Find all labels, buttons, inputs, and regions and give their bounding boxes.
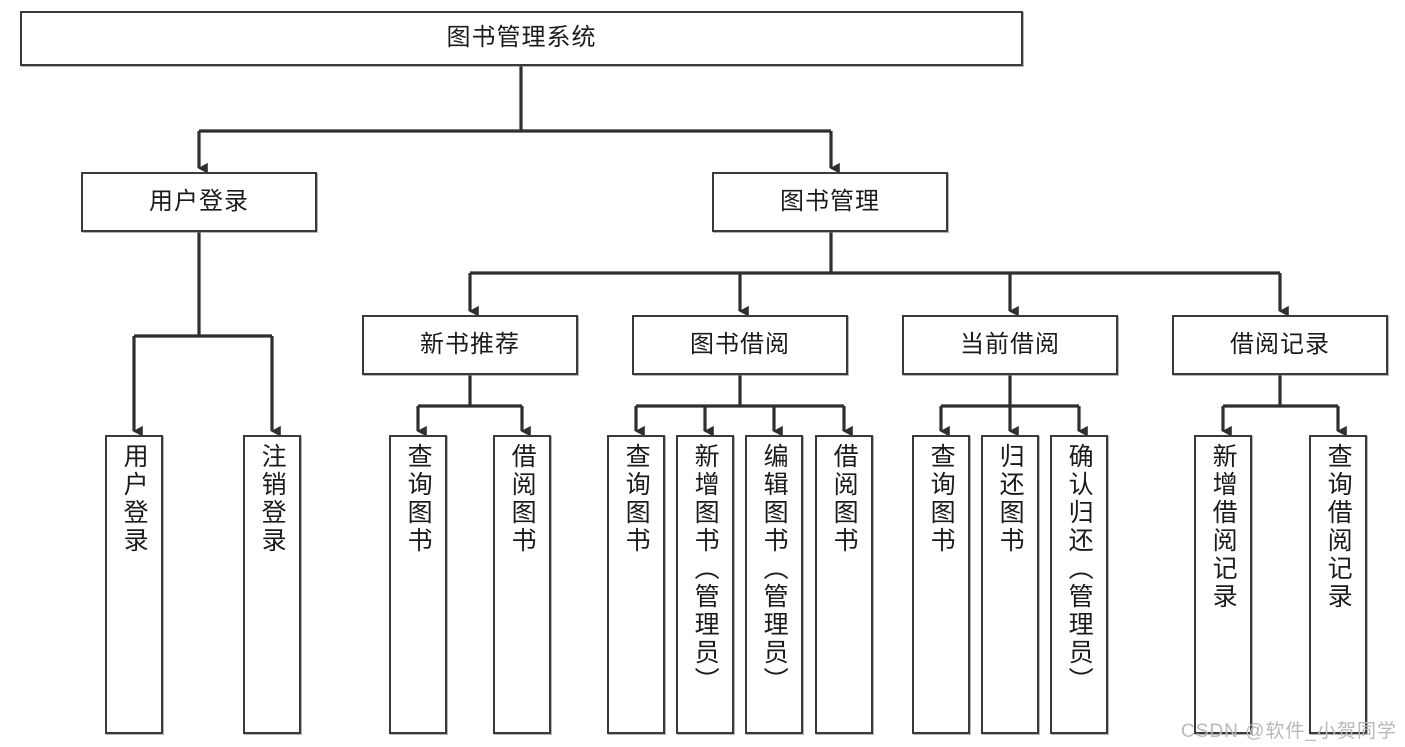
node-current-borrow[interactable]: 当前借阅 [902,315,1118,375]
node-leaf-query-book-3[interactable]: 查询图书 [912,435,970,734]
node-new-book-recommend[interactable]: 新书推荐 [362,315,578,375]
node-leaf-confirm-return-label: 确认归还（管理员） [1065,443,1094,695]
node-leaf-edit-book[interactable]: 编辑图书（管理员） [745,435,803,734]
node-borrow-record-label: 借阅记录 [1230,330,1330,358]
node-book-manage[interactable]: 图书管理 [712,172,948,232]
node-user-login-label: 用户登录 [149,187,249,215]
node-borrow-record[interactable]: 借阅记录 [1172,315,1388,375]
node-leaf-add-book-label: 新增图书（管理员） [691,443,720,695]
node-leaf-confirm-return[interactable]: 确认归还（管理员） [1050,435,1108,734]
node-new-book-recommend-label: 新书推荐 [420,330,520,358]
node-book-borrow[interactable]: 图书借阅 [632,315,848,375]
node-leaf-borrow-book-2[interactable]: 借阅图书 [815,435,873,734]
node-leaf-query-book-2[interactable]: 查询图书 [607,435,665,734]
node-leaf-add-book[interactable]: 新增图书（管理员） [676,435,734,734]
node-leaf-query-record-label: 查询借阅记录 [1324,443,1353,611]
node-leaf-return-book-label: 归还图书 [996,443,1025,555]
node-root[interactable]: 图书管理系统 [20,11,1023,66]
node-leaf-borrow-book-1-label: 借阅图书 [508,443,537,555]
node-book-manage-label: 图书管理 [780,187,880,215]
node-leaf-user-login[interactable]: 用户登录 [105,435,163,734]
node-root-label: 图书管理系统 [446,24,597,52]
node-leaf-query-book-1-label: 查询图书 [404,443,433,555]
node-leaf-add-record[interactable]: 新增借阅记录 [1194,435,1252,734]
node-leaf-user-login-label: 用户登录 [120,443,149,555]
node-current-borrow-label: 当前借阅 [960,330,1060,358]
node-leaf-query-book-3-label: 查询图书 [927,443,956,555]
node-leaf-query-book-2-label: 查询图书 [622,443,651,555]
node-user-login[interactable]: 用户登录 [81,172,317,232]
node-leaf-add-record-label: 新增借阅记录 [1209,443,1238,611]
node-leaf-query-record[interactable]: 查询借阅记录 [1309,435,1367,734]
node-leaf-query-book-1[interactable]: 查询图书 [389,435,447,734]
node-leaf-return-book[interactable]: 归还图书 [981,435,1039,734]
node-book-borrow-label: 图书借阅 [690,330,790,358]
node-leaf-edit-book-label: 编辑图书（管理员） [760,443,789,695]
watermark-text: CSDN @软件_小贺同学 [1181,721,1397,742]
node-leaf-borrow-book-1[interactable]: 借阅图书 [493,435,551,734]
node-leaf-logout-login-label: 注销登录 [258,443,287,555]
node-leaf-borrow-book-2-label: 借阅图书 [830,443,859,555]
node-leaf-logout-login[interactable]: 注销登录 [243,435,301,734]
